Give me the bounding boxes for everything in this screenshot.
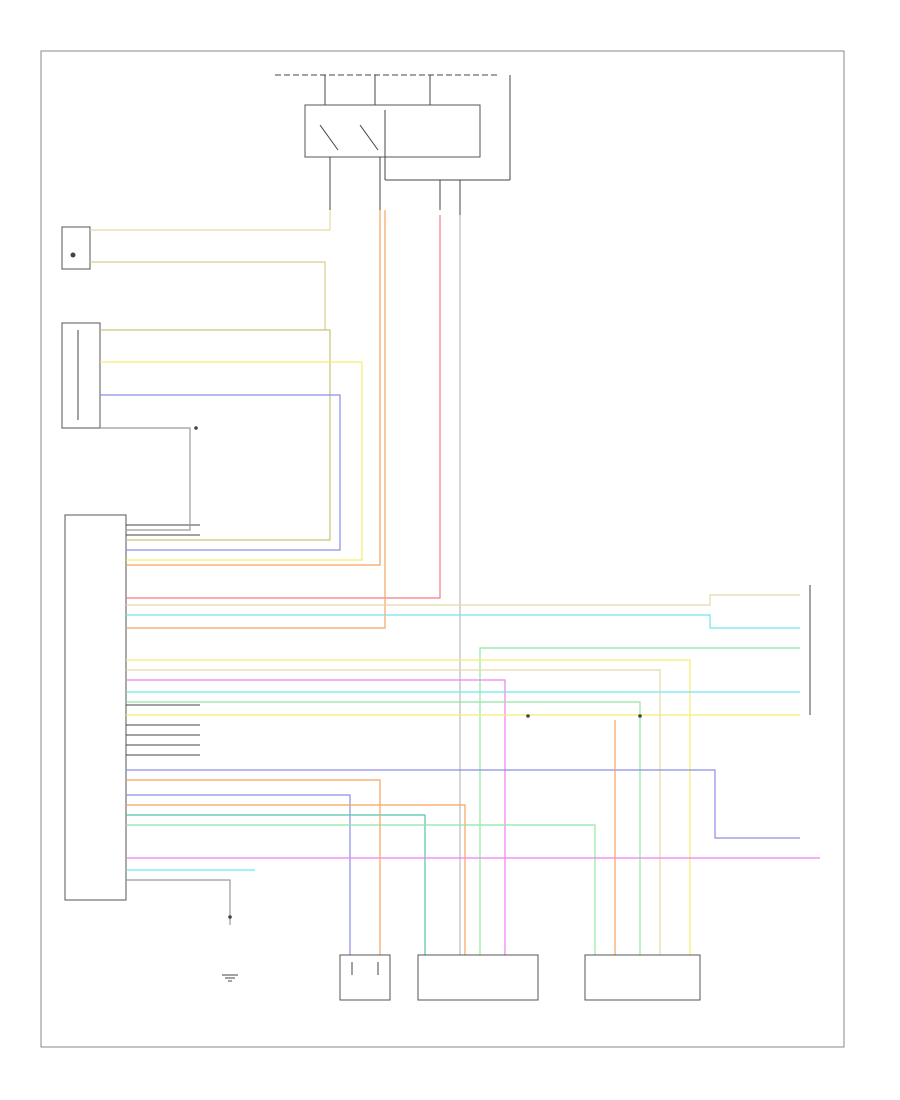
wire-magenta <box>126 679 506 955</box>
wire-tan-1 <box>90 210 331 231</box>
ground-symbol <box>222 974 238 982</box>
wire-tan-3 <box>126 669 661 955</box>
splice-points <box>194 426 642 919</box>
wire-orange <box>126 210 381 566</box>
wire-olive <box>100 329 331 541</box>
climate-control-module <box>64 514 127 901</box>
wire-yellow <box>100 361 363 561</box>
wire-blue <box>100 394 341 551</box>
wire-gray <box>100 427 191 531</box>
wire-gray-ground <box>126 879 231 925</box>
diagram-frame <box>40 50 845 1048</box>
wire-blue-3 <box>126 794 351 955</box>
wire-orange-3 <box>126 804 466 955</box>
relay-box <box>304 75 511 181</box>
wire-tan-right <box>126 594 800 606</box>
wire-teal <box>126 814 426 955</box>
wire-red <box>126 215 441 599</box>
wire-cyan-right <box>126 614 800 629</box>
actuator-right <box>584 954 701 1001</box>
wire-green-right <box>479 647 800 955</box>
top-power-feed <box>275 74 500 110</box>
wire-tan-2 <box>90 261 326 330</box>
sensor-top-left <box>61 226 91 270</box>
wire-orange-2 <box>126 210 386 629</box>
actuator-left <box>339 954 391 1001</box>
wire-green-3 <box>126 824 596 955</box>
wire-orange-4 <box>126 779 381 955</box>
sensor-middle-left <box>61 322 101 429</box>
wire-blue-2 <box>126 769 800 839</box>
wire-yellow-2 <box>126 659 691 955</box>
wire-green-2 <box>126 701 641 955</box>
actuator-middle <box>417 954 539 1001</box>
